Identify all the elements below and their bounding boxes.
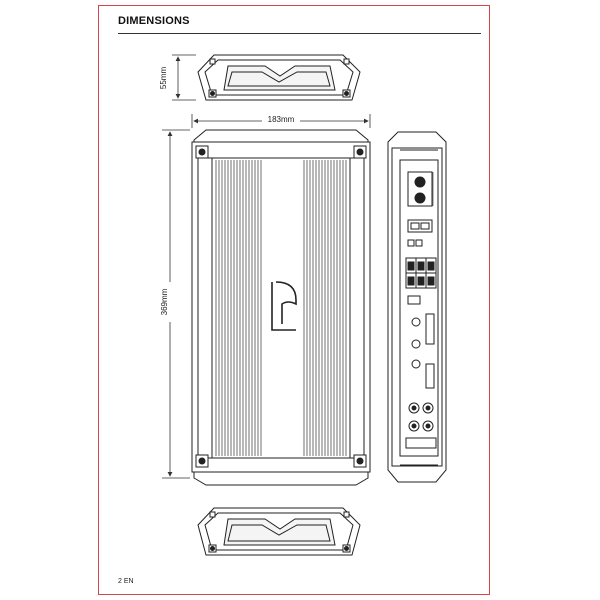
title-rule [118, 33, 481, 34]
brand-logo-icon [271, 281, 297, 331]
heatsink-fins-right [303, 160, 347, 456]
height-dimension-label: 55mm [159, 67, 168, 90]
length-dimension-label: 369mm [160, 288, 169, 315]
heatsink-fins-left [215, 160, 262, 456]
width-dimension: 183mm [191, 114, 371, 128]
width-dimension-label: 183mm [268, 115, 295, 124]
length-dimension: 369mm [160, 129, 190, 479]
section-title: DIMENSIONS [118, 15, 190, 27]
page-border [98, 5, 490, 595]
amplifier-side-view [387, 131, 447, 483]
height-dimension: 55mm [159, 54, 196, 101]
end-view-bottom [197, 507, 361, 556]
page-number: 2 EN [118, 578, 134, 585]
end-view-top [197, 54, 361, 101]
